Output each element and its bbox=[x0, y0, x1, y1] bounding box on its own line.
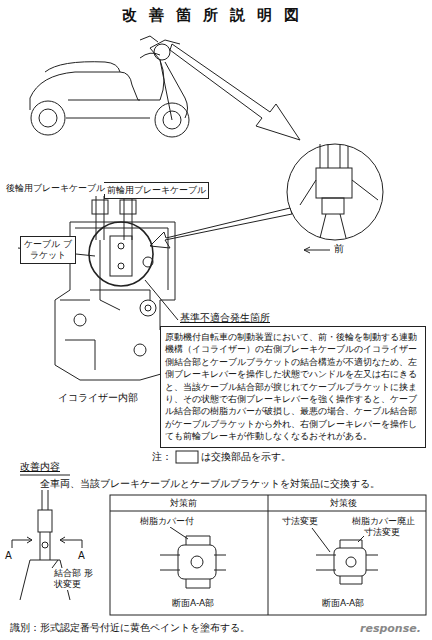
description-box: 原動機付自転車の制動装置において、前・後輪を制動する連動機構（イコライザー）の右… bbox=[160, 326, 426, 448]
table-header: 対策後 bbox=[330, 498, 357, 509]
instruction-text: 全車両、当該ブレーキケーブルとケーブルブラケットを対策品に交換する。 bbox=[40, 478, 380, 490]
title: 改善箇所説明図 bbox=[0, 6, 432, 24]
table-cell: 寸法変更 bbox=[282, 516, 318, 527]
table-cell: 断面A-A部 bbox=[172, 598, 214, 609]
table-lines bbox=[110, 495, 426, 615]
table-cell: 断面A-A部 bbox=[322, 598, 364, 609]
part-label: 後輪用ブレーキケーブル bbox=[6, 183, 105, 194]
note-label: は交換部品を示す。 bbox=[201, 451, 291, 463]
node-text: 原動機付自転車の制動装置において、前・後輪を制動する連動機構（イコライザー）の右… bbox=[165, 331, 421, 443]
table-cell: 樹脂カバー廃止 bbox=[352, 516, 415, 527]
callout-label: 基準不適合発生箇所 bbox=[180, 312, 270, 324]
section-mark: A bbox=[78, 550, 85, 562]
part-label: 結合部 形状変更 bbox=[54, 568, 94, 590]
cable-label-box: 前輪用ブレーキケーブル bbox=[104, 182, 209, 199]
table-cell: 樹脂カバー付 bbox=[140, 516, 194, 527]
equalizer-drawing bbox=[18, 196, 178, 380]
direction-label: 前 bbox=[334, 243, 344, 255]
watermark: response. bbox=[360, 622, 421, 635]
section-heading: 改善内容 bbox=[20, 461, 60, 473]
section-mark: A bbox=[5, 550, 12, 562]
node-text: 前輪用ブレーキケーブル bbox=[107, 185, 206, 196]
part-label: イコライザー内部 bbox=[58, 392, 138, 404]
bracket-label-box: ケーブル ブラケット bbox=[20, 236, 76, 264]
node-text: ケーブル ブラケット bbox=[23, 239, 73, 261]
table-header: 対策前 bbox=[170, 498, 197, 509]
cable-zoom bbox=[300, 144, 378, 238]
zoom-circle bbox=[287, 144, 383, 240]
note-label: 注： bbox=[152, 451, 172, 463]
note-text: 識別：形式認定番号付近に黄色ペイントを塗布する。 bbox=[10, 622, 250, 634]
bracket-before bbox=[160, 527, 226, 588]
table-cell: 寸法変更 bbox=[364, 527, 400, 538]
scooter-drawing bbox=[30, 36, 189, 137]
